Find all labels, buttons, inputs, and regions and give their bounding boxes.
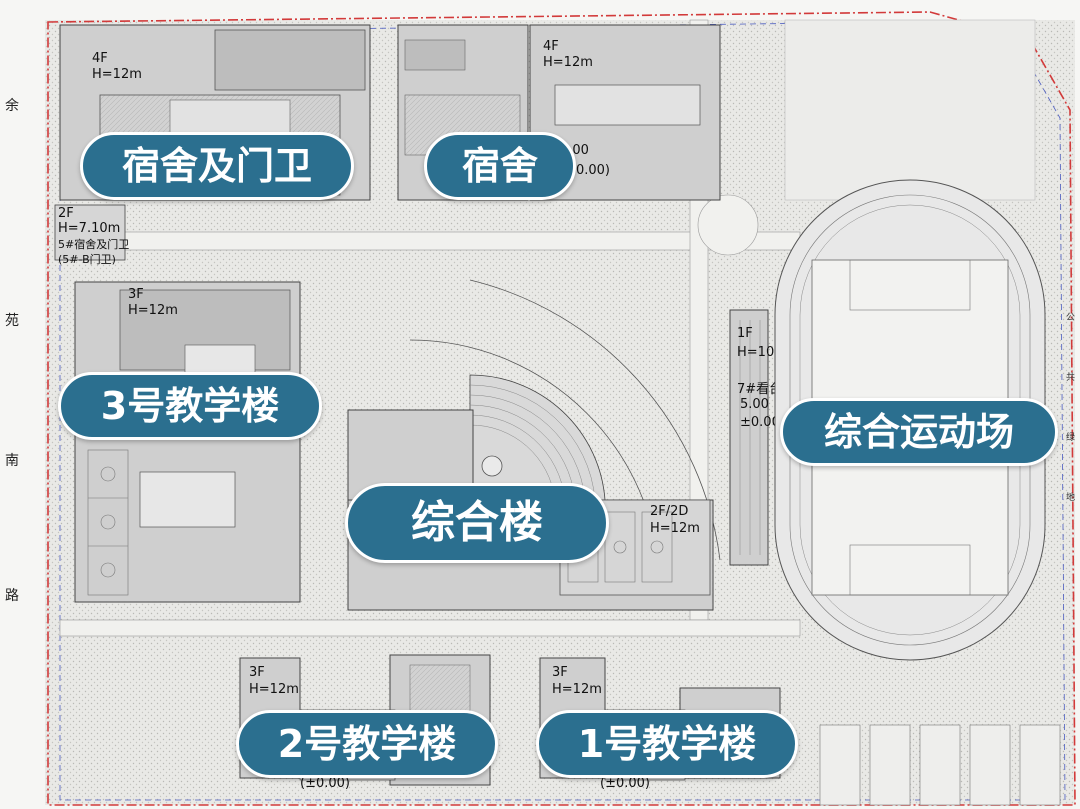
complex-height: H=12m	[650, 521, 700, 536]
label-complex: 综合楼	[345, 483, 609, 563]
stand-name: 7#看台	[737, 381, 782, 397]
label-building-2: 2号教学楼	[236, 710, 498, 778]
stand-elev-b: ±0.00	[740, 415, 780, 430]
building-3	[74, 281, 301, 603]
building-1-height: H=12m	[552, 682, 602, 697]
gate-height: H=7.10m	[58, 221, 120, 236]
building-3-height: H=12m	[128, 303, 178, 318]
gate-name: 5#宿舍及门卫	[58, 237, 129, 251]
stand-elev: 5.00	[740, 397, 769, 412]
grandstand	[729, 309, 769, 566]
label-dorm: 宿舍	[424, 132, 576, 200]
building-1-elev: (±0.00)	[600, 776, 650, 791]
dorm-left-height: H=12m	[92, 67, 142, 82]
east-west-road	[59, 231, 801, 251]
road-char-2: 苑	[5, 313, 19, 329]
label-building-1: 1号教学楼	[536, 710, 798, 778]
right-char-3: 绿	[1066, 431, 1075, 443]
complex-floors: 2F/2D	[650, 504, 688, 519]
roundabout	[697, 194, 759, 256]
stand-floors: 1F	[737, 326, 753, 341]
label-sports-field: 综合运动场	[780, 398, 1058, 466]
building-2-elev: (±0.00)	[300, 776, 350, 791]
building-2-floors: 3F	[249, 665, 265, 680]
basketball-courts	[819, 724, 1061, 806]
label-dorm-gate: 宿舍及门卫	[80, 132, 354, 200]
sports-field	[774, 19, 1046, 661]
site-boundary	[47, 11, 1076, 806]
dorm-right-height: H=12m	[543, 55, 593, 70]
road-char-3: 南	[5, 453, 19, 469]
dorm-right-floors: 4F	[543, 39, 559, 54]
dorm-left-floors: 4F	[92, 51, 108, 66]
label-building-3: 3号教学楼	[58, 372, 322, 440]
right-char-2: 共	[1066, 372, 1075, 383]
gate-floors: 2F	[58, 206, 74, 221]
gate-sub: (5#-B门卫)	[58, 252, 116, 266]
gate-house	[54, 204, 126, 261]
road-char-4: 路	[5, 588, 19, 604]
building-1-floors: 3F	[552, 665, 568, 680]
building-2-height: H=12m	[249, 682, 299, 697]
road-char-1: 余	[5, 97, 19, 114]
right-char-4: 地	[1066, 491, 1075, 503]
right-char-1: 公	[1066, 312, 1075, 323]
south-road	[59, 619, 801, 637]
building-3-floors: 3F	[128, 287, 144, 302]
